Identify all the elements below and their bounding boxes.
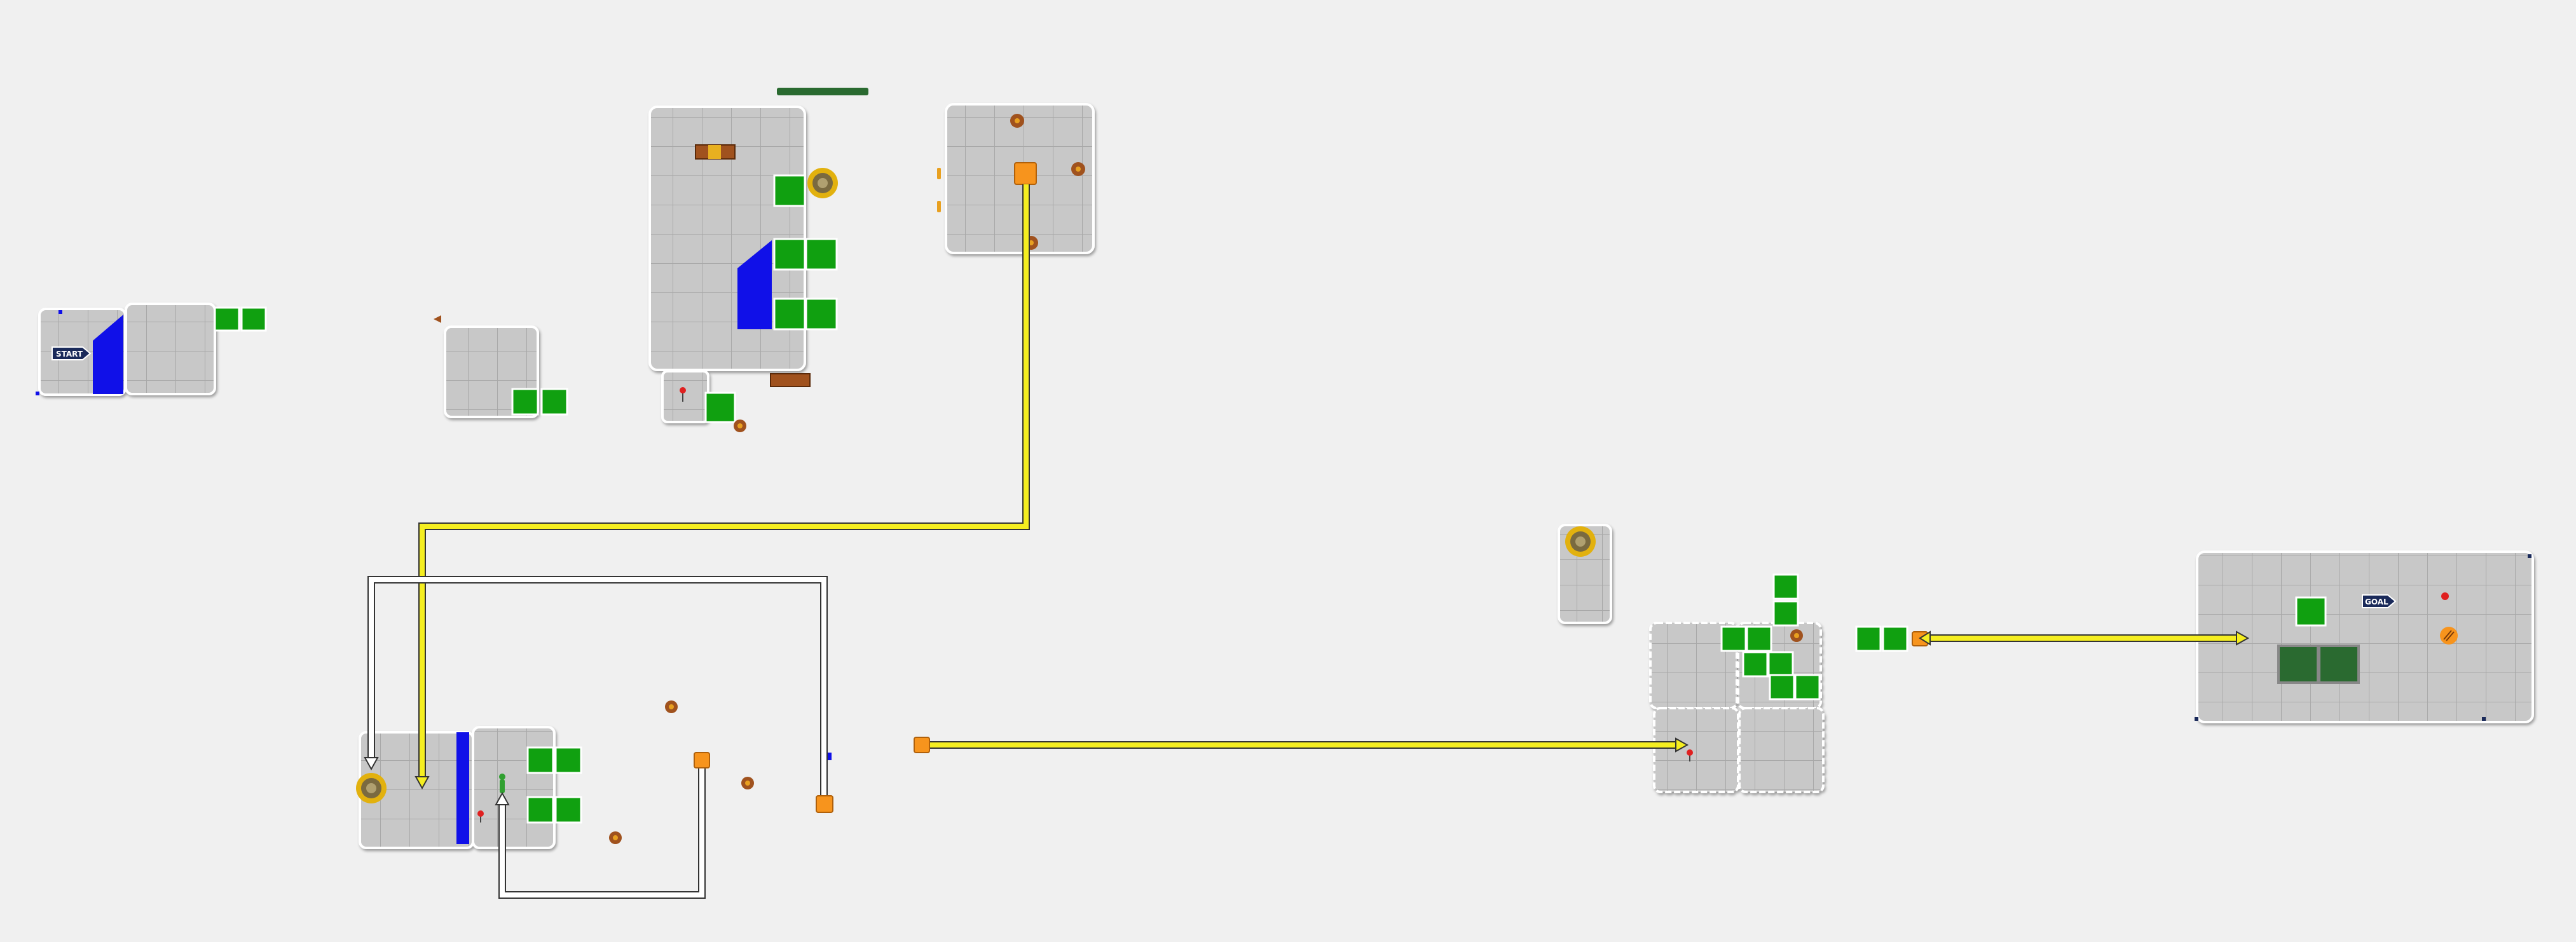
player-figure-icon[interactable] [499, 774, 505, 793]
boost-orb-icon[interactable] [2440, 627, 2458, 645]
pressure-pad-icon[interactable] [2295, 596, 2327, 627]
corner-marker-icon [2195, 554, 2531, 721]
floor-tile [1738, 707, 1825, 793]
white-wire-core [369, 577, 826, 805]
wire-arrow-icon [364, 757, 379, 771]
floor-tile [661, 370, 709, 423]
floor-tile [472, 726, 556, 849]
pressure-pad-dark-icon[interactable] [2277, 645, 2360, 684]
pressure-pad-icon[interactable] [526, 746, 582, 824]
wire-arrow-icon [414, 776, 430, 790]
blue-marker-icon [825, 753, 832, 760]
pressure-pad-icon[interactable] [1720, 573, 1908, 700]
gear-icon[interactable] [1565, 526, 1596, 557]
yellow-wire-core [420, 184, 1029, 782]
pressure-pad-icon[interactable] [704, 174, 838, 423]
switch-block-icon[interactable] [816, 795, 833, 813]
bomb-bot-icon[interactable] [734, 420, 746, 432]
floor-tile [125, 303, 216, 395]
crate-icon[interactable] [695, 144, 736, 160]
tile-group-start [38, 303, 216, 396]
wire-arrow-icon [1919, 631, 1931, 646]
top-bar-decoration [777, 88, 868, 95]
switch-block-icon[interactable] [1014, 162, 1037, 185]
wire-arrow-icon [495, 791, 510, 805]
floor-tile [2196, 550, 2534, 723]
switch-block-icon[interactable] [694, 752, 710, 768]
corner-marker-icon [36, 310, 62, 395]
bomb-bot-icon[interactable] [609, 700, 754, 844]
floor-tile [1653, 707, 1739, 793]
white-wire-core [500, 760, 704, 898]
side-bumper-icon [937, 168, 941, 212]
red-pin-icon [477, 810, 484, 823]
pressure-pad-icon[interactable] [511, 388, 568, 416]
bomb-bot-icon[interactable] [434, 315, 441, 323]
tile-group-goal [2196, 550, 2534, 723]
bomb-bot-icon[interactable] [1790, 629, 1803, 642]
pressure-pad-icon[interactable] [214, 306, 267, 332]
blue-ramp [93, 315, 123, 394]
gear-icon[interactable] [356, 773, 387, 803]
red-pin-icon [1687, 749, 1693, 761]
blue-wall [456, 732, 469, 844]
red-pin-icon [2441, 592, 2449, 600]
switch-block-icon[interactable] [914, 737, 930, 753]
wire-arrow-icon [1675, 737, 1689, 753]
goal-label: GOAL [2365, 597, 2388, 606]
start-label: START [56, 350, 83, 358]
gear-icon[interactable] [807, 168, 838, 198]
red-pin-icon [680, 387, 686, 402]
blue-ramp [737, 240, 772, 329]
goal-badge-icon: GOAL [2362, 594, 2397, 608]
start-badge-icon: START [51, 346, 92, 360]
crate-icon[interactable] [770, 373, 811, 387]
wire-arrow-icon [2236, 631, 2250, 646]
